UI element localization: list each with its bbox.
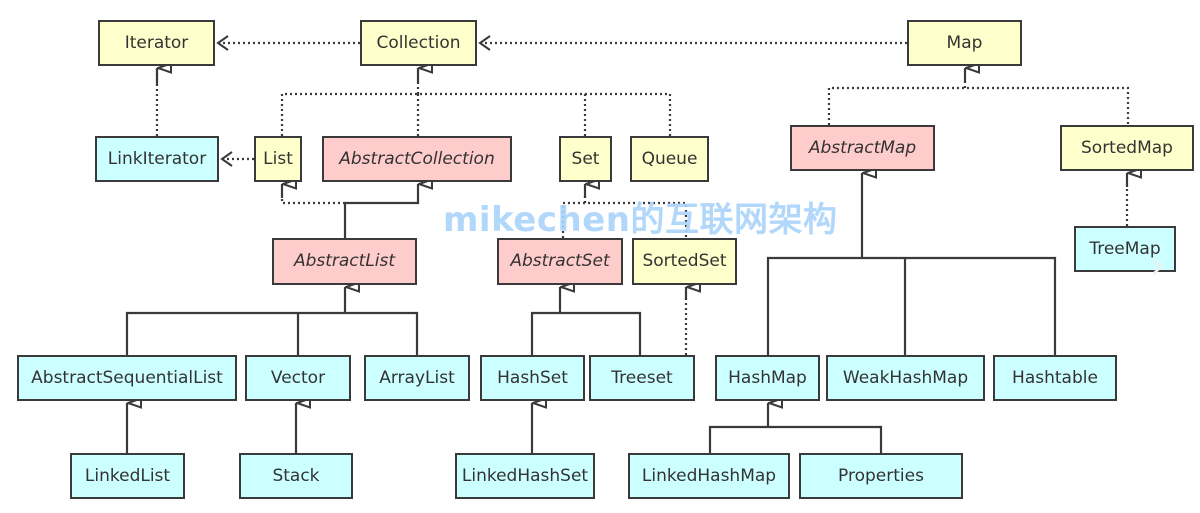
edge-set-children [530,311,642,355]
node-map: Map [907,20,1022,66]
node-abstractlist: AbstractList [272,238,417,285]
node-iterator: Iterator [98,20,215,66]
node-hashmap: HashMap [715,355,820,401]
edge-abstractlist-abstractcollection [343,184,418,238]
node-hashset: HashSet [480,355,585,401]
node-queue: Queue [630,136,709,182]
node-set: Set [559,136,612,182]
node-arraylist: ArrayList [364,355,470,401]
node-abstractmap: AbstractMap [790,125,935,171]
node-abstractsequentiallist: AbstractSequentialList [17,355,237,401]
node-sortedset: SortedSet [632,238,737,285]
node-linkedhashmap: LinkedHashMap [628,453,790,499]
edge-list-children [125,311,419,355]
node-vector: Vector [245,355,351,401]
chevron-right-icon[interactable]: › [1150,243,1166,287]
node-properties: Properties [799,453,963,499]
node-linkiterator: LinkIterator [95,136,219,182]
node-linkedhashset: LinkedHashSet [455,453,595,499]
node-collection: Collection [360,20,477,66]
node-stack: Stack [239,453,353,499]
node-treeset: Treeset [589,355,695,401]
node-abstractcollection: AbstractCollection [322,136,512,182]
node-hashtable: Hashtable [993,355,1117,401]
edge-map-children [766,256,1057,355]
node-weakhashmap: WeakHashMap [826,355,985,401]
node-sortedmap: SortedMap [1060,125,1194,171]
node-list: List [254,136,302,182]
node-abstractset: AbstractSet [497,238,623,285]
node-linkedlist: LinkedList [70,453,185,499]
node-treemap: TreeMap [1074,226,1176,272]
